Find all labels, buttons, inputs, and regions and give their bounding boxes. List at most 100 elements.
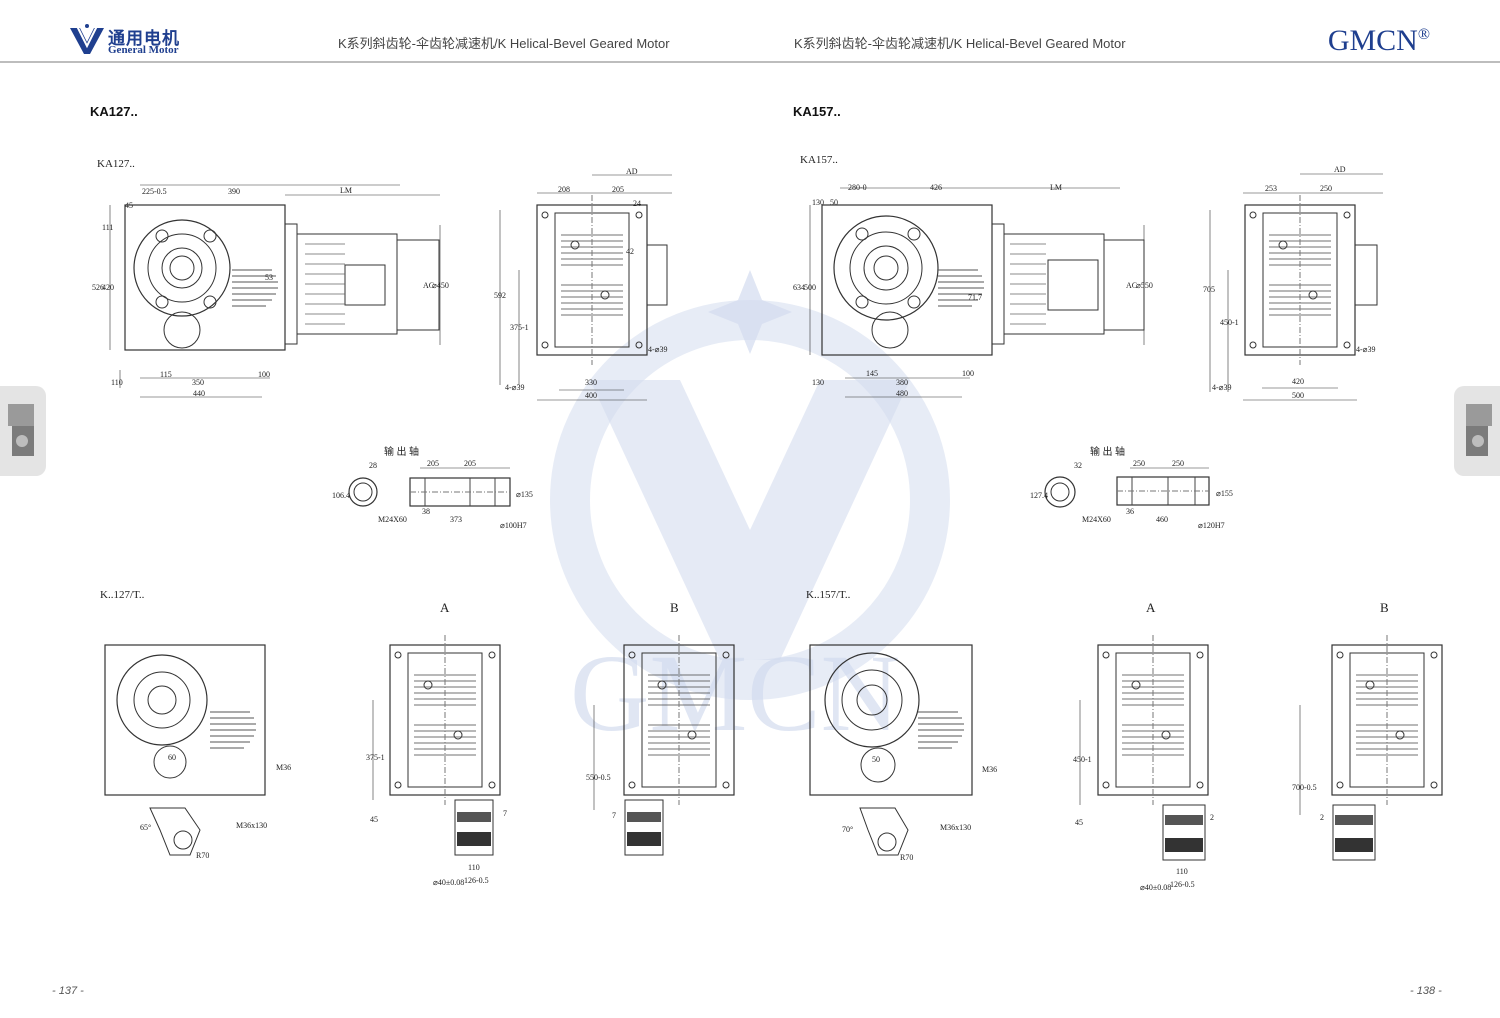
k127-view-a — [389, 634, 501, 806]
dim-350: 350 — [192, 378, 204, 387]
dim-130-bottom: 130 — [812, 378, 824, 387]
shaft-dim-106: 106.4 — [332, 491, 350, 500]
torque-dim-m36x130: M36x130 — [236, 821, 267, 830]
dim-110: 110 — [111, 378, 123, 387]
dim-717: 71.7 — [968, 293, 982, 302]
dim-53: 53 — [265, 273, 273, 282]
dim-380: 380 — [896, 378, 908, 387]
view-a-dim-450: 450-1 — [1073, 755, 1092, 764]
dim-42: 42 — [626, 247, 634, 256]
section-label-right: KA157.. — [793, 104, 841, 119]
torque-dim-50: 50 — [872, 755, 880, 764]
view-b-dim-550: 550-0.5 — [586, 773, 611, 782]
dim-550: ⌀550 — [1136, 281, 1153, 290]
k127-torque-arm-view: 60 M36 M36x130 65° R70 — [104, 644, 291, 860]
k157-view-b — [1331, 634, 1443, 806]
dim-500-right: 500 — [1292, 391, 1304, 400]
dim-ad-left: AD — [626, 167, 638, 176]
shaft-dim-32: 32 — [1074, 461, 1082, 470]
view-a-dim-45-right: 45 — [1075, 818, 1083, 827]
dim-426: 426 — [930, 183, 942, 192]
brand-name: GMCN® — [1328, 24, 1430, 58]
dim-hole-left-2: 4-⌀39 — [1212, 383, 1231, 392]
view-a-dim-2: 2 — [1210, 813, 1214, 822]
dim-45: 45 — [125, 201, 133, 210]
dim-208: 208 — [558, 185, 570, 194]
side-tab-right — [1454, 386, 1500, 476]
view-a-dim-110: 110 — [468, 863, 480, 872]
dim-24: 24 — [633, 199, 641, 208]
shaft-dim-38: 38 — [422, 507, 430, 516]
header-divider — [0, 61, 1500, 63]
header-title-right: K系列斜齿轮-伞齿轮减速机/K Helical-Bevel Geared Mot… — [794, 36, 1126, 51]
page-header: 通用电机 General Motor K系列斜齿轮-伞齿轮减速机/K Helic… — [0, 0, 1500, 62]
torque-dim-m36-right: M36 — [982, 765, 997, 774]
dim-lm-right: LM — [1050, 183, 1062, 192]
svg-text:GMCN: GMCN — [570, 632, 900, 754]
geared-motor-thumbnail-icon — [8, 404, 34, 456]
page-number-left: - 137 - — [52, 985, 84, 997]
brand-text: GMCN — [1327, 24, 1418, 57]
dim-lm: LM — [340, 186, 352, 195]
logo-english-name: General Motor — [108, 44, 179, 56]
torque-arm-label-right: K..157/T.. — [806, 589, 851, 601]
output-shaft-title-left: 输 出 轴 — [384, 447, 419, 458]
dim-450: ⌀450 — [432, 281, 449, 290]
dim-480: 480 — [896, 389, 908, 398]
ka157-output-shaft: 32 250 250 127.4 ⌀155 ⌀120H7 M24X60 36 4… — [1030, 459, 1233, 530]
dim-50: 50 — [830, 198, 838, 207]
torque-dim-65: 65° — [140, 823, 151, 832]
dim-145: 145 — [866, 369, 878, 378]
dim-225: 225-0.5 — [142, 187, 167, 196]
header-title-left: K系列斜齿轮-伞齿轮减速机/K Helical-Bevel Geared Mot… — [338, 36, 670, 51]
shaft-dim-250b: 250 — [1172, 459, 1184, 468]
ka127-output-shaft: 28 205 205 106.4 ⌀135 ⌀100H7 M24X60 38 3… — [332, 459, 533, 530]
torque-arm-label-left: K..127/T.. — [100, 589, 145, 601]
dim-526: 526 — [92, 283, 104, 292]
shaft-dim-28: 28 — [369, 461, 377, 470]
gmcn-logo-icon — [70, 23, 104, 54]
dim-634: 634 — [793, 283, 805, 292]
dim-ad-right: AD — [1334, 165, 1346, 174]
dim-500: 500 — [804, 283, 816, 292]
dim-hole-left: 4-⌀39 — [505, 383, 524, 392]
shaft-dim-m24-right: M24X60 — [1082, 515, 1111, 524]
view-a-dim-110-right: 110 — [1176, 867, 1188, 876]
dim-450: 450-1 — [1220, 318, 1239, 327]
view-a-dim-126: 126-0.5 — [464, 876, 489, 885]
torque-dim-r70: R70 — [196, 851, 209, 860]
shaft-dim-373: 373 — [450, 515, 462, 524]
dim-280: 280-0 — [848, 183, 867, 192]
k157-torque-arm-view: 50 M36 M36x130 70° R70 — [809, 644, 997, 862]
dim-400: 400 — [585, 391, 597, 400]
dim-253: 253 — [1265, 184, 1277, 193]
dim-420-right: 420 — [1292, 377, 1304, 386]
dim-375: 375-1 — [510, 323, 529, 332]
ka127-side-view: 225-0.5 390 LM 45 111 526 420 53 AC ⌀450… — [92, 184, 449, 398]
torque-dim-70: 70° — [842, 825, 853, 834]
torque-dim-r70-right: R70 — [900, 853, 913, 862]
shaft-dim-120h7: ⌀120H7 — [1198, 521, 1225, 530]
brand-registered-mark: ® — [1417, 26, 1430, 43]
dim-115: 115 — [160, 370, 172, 379]
dim-130-top: 130 — [812, 198, 824, 207]
geared-motor-thumbnail-icon — [1466, 404, 1492, 456]
dim-705: 705 — [1203, 285, 1215, 294]
dim-100-right: 100 — [962, 369, 974, 378]
side-tab-left — [0, 386, 46, 476]
dim-420: 420 — [102, 283, 114, 292]
drawing-label-left: KA127.. — [97, 158, 135, 170]
shaft-dim-127: 127.4 — [1030, 491, 1048, 500]
dim-ac-right: AC — [1126, 281, 1137, 290]
shaft-dim-36: 36 — [1126, 507, 1134, 516]
dim-111: 111 — [102, 223, 113, 232]
dim-250: 250 — [1320, 184, 1332, 193]
view-b-dim-7: 7 — [612, 811, 616, 820]
view-a-dim-45: 45 — [370, 815, 378, 824]
k157-view-a — [1097, 634, 1209, 806]
view-a-dim-375: 375-1 — [366, 753, 385, 762]
ka157-front-view — [1244, 194, 1378, 366]
section-label-left: KA127.. — [90, 104, 138, 119]
view-b-label-right: B — [1380, 600, 1389, 615]
